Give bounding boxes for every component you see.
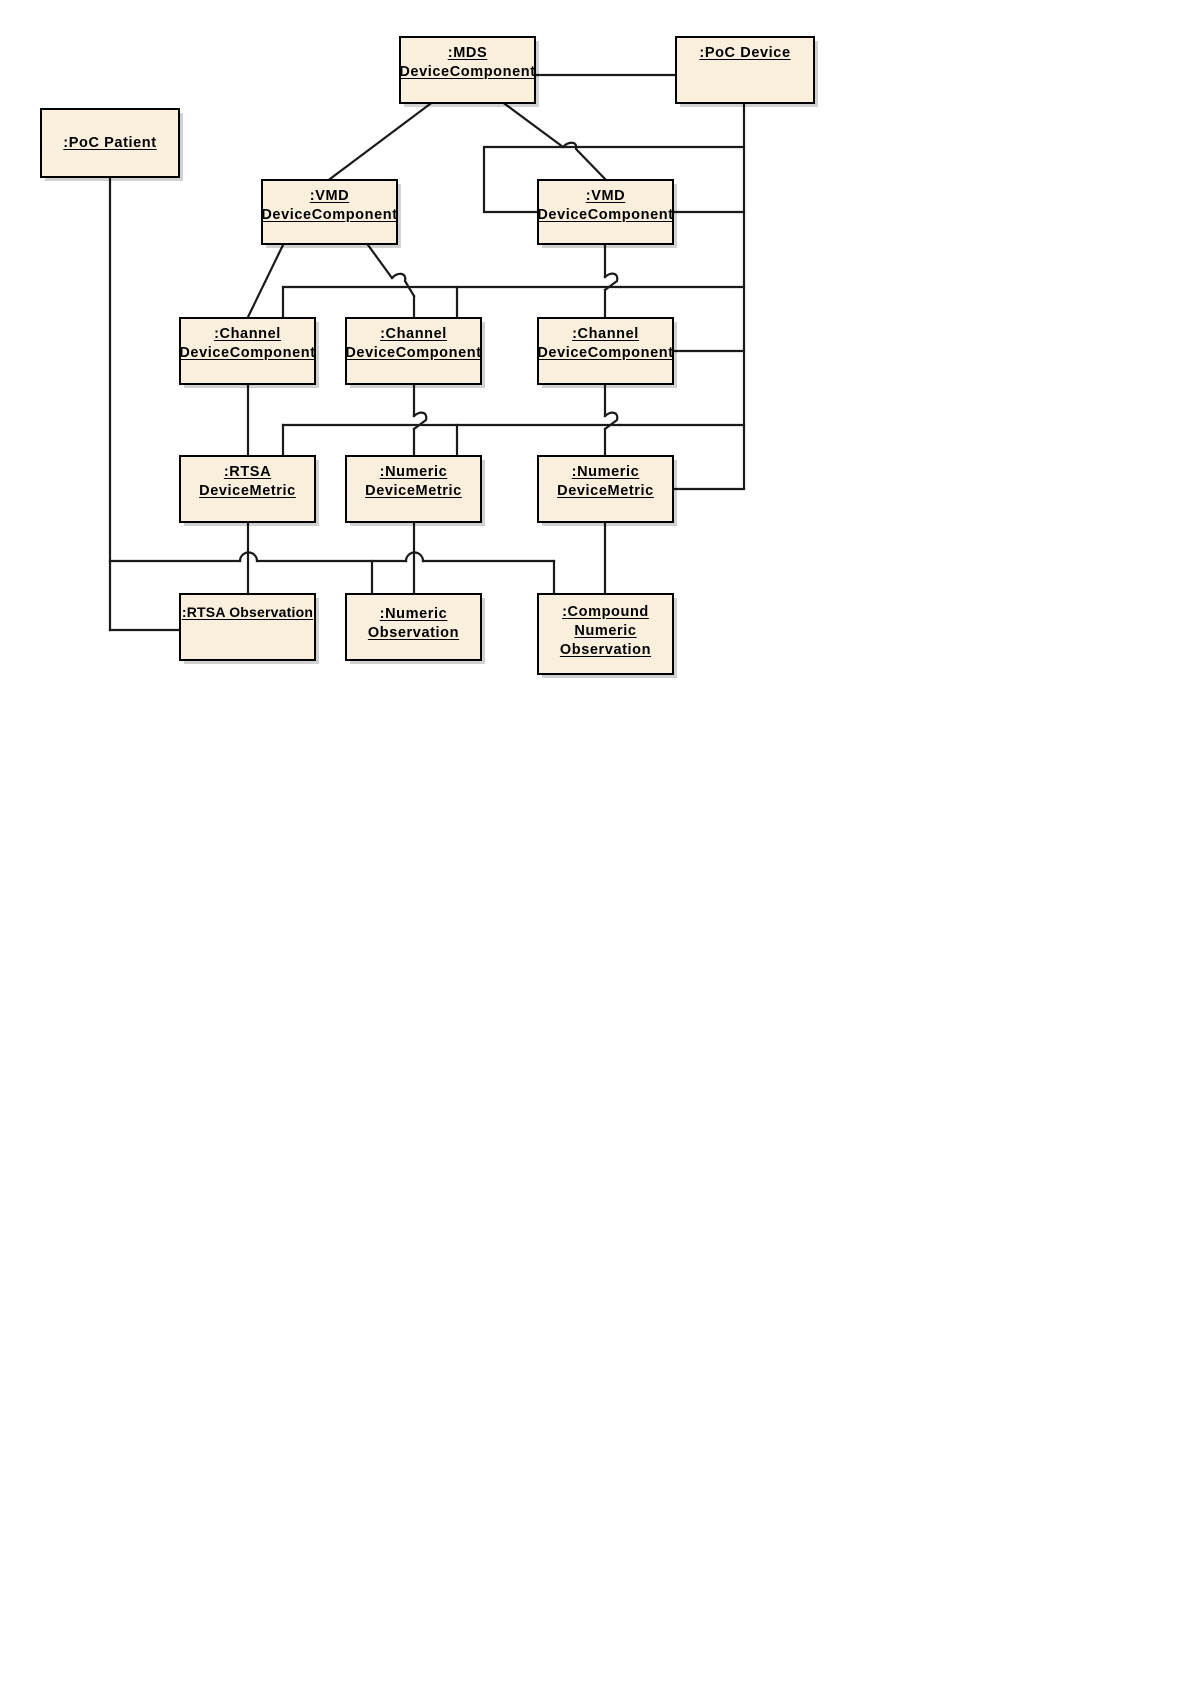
node-numeric-observation[interactable]: :Numeric Observation bbox=[345, 593, 482, 661]
edge-hop-patient-bus-rtsa bbox=[238, 551, 259, 563]
channel-1-label-2: DeviceComponent bbox=[179, 345, 316, 361]
node-vmd-devicecomponent-left[interactable]: :VMD DeviceComponent bbox=[261, 179, 398, 245]
channel-3-label-1: :Channel bbox=[572, 326, 639, 342]
channel-2-label-2: DeviceComponent bbox=[345, 345, 482, 361]
numeric-devicemetric-1-label-1: :Numeric bbox=[379, 464, 448, 480]
node-rtsa-devicemetric[interactable]: :RTSA DeviceMetric bbox=[179, 455, 316, 523]
node-numeric-devicemetric-2[interactable]: :Numeric DeviceMetric bbox=[537, 455, 674, 523]
numeric-observation-label-1: :Numeric bbox=[379, 606, 448, 622]
node-numeric-devicemetric-1[interactable]: :Numeric DeviceMetric bbox=[345, 455, 482, 523]
vmd-left-label-1: :VMD bbox=[309, 188, 350, 204]
node-rtsa-observation[interactable]: :RTSA Observation bbox=[179, 593, 316, 661]
edge-hop-channel-2-numeric-1 bbox=[412, 411, 428, 431]
compound-observation-label-3: Observation bbox=[559, 642, 652, 658]
mds-devicecomponent-label-2: DeviceComponent bbox=[399, 64, 536, 80]
poc-patient-label: :PoC Patient bbox=[63, 134, 157, 151]
vmd-right-label-1: :VMD bbox=[585, 188, 626, 204]
edge-vmd-left-to-channel-2 bbox=[366, 243, 394, 280]
channel-1-label-1: :Channel bbox=[214, 326, 281, 342]
edge-hop-mds-vmd-right bbox=[561, 141, 607, 181]
vmd-left-label-2: DeviceComponent bbox=[261, 207, 398, 223]
edge-hop-patient-bus-numeric bbox=[404, 551, 425, 563]
node-vmd-devicecomponent-right[interactable]: :VMD DeviceComponent bbox=[537, 179, 674, 245]
node-poc-device[interactable]: :PoC Device bbox=[675, 36, 815, 104]
edge-hop-vmd-left-channel-2 bbox=[390, 272, 416, 298]
rtsa-devicemetric-label-1: :RTSA bbox=[223, 464, 272, 480]
numeric-observation-label-2: Observation bbox=[367, 625, 460, 641]
edge-mds-to-vmd-left bbox=[328, 102, 432, 181]
compound-observation-label-1: :Compound bbox=[562, 604, 649, 620]
edge-vmd-left-to-channel-1 bbox=[246, 243, 285, 319]
vmd-right-label-2: DeviceComponent bbox=[537, 207, 674, 223]
node-channel-devicecomponent-2[interactable]: :Channel DeviceComponent bbox=[345, 317, 482, 385]
rtsa-devicemetric-label-2: DeviceMetric bbox=[199, 483, 296, 499]
edge-hop-vmd-right-channel-3 bbox=[603, 272, 619, 292]
node-channel-devicecomponent-3[interactable]: :Channel DeviceComponent bbox=[537, 317, 674, 385]
node-poc-patient[interactable]: :PoC Patient bbox=[40, 108, 180, 178]
node-compound-numeric-observation[interactable]: :Compound Numeric Observation bbox=[537, 593, 674, 675]
mds-devicecomponent-label-1: :MDS bbox=[447, 45, 488, 61]
edge-mds-to-vmd-right bbox=[503, 102, 565, 149]
node-mds-devicecomponent[interactable]: :MDS DeviceComponent bbox=[399, 36, 536, 104]
numeric-devicemetric-2-label-2: DeviceMetric bbox=[557, 483, 654, 499]
edge-hop-channel-3-numeric-2 bbox=[603, 411, 619, 431]
rtsa-observation-label: :RTSA Observation bbox=[181, 604, 314, 620]
poc-device-label: :PoC Device bbox=[699, 45, 791, 61]
compound-observation-label-2: Numeric bbox=[574, 623, 637, 639]
numeric-devicemetric-2-label-1: :Numeric bbox=[571, 464, 640, 480]
numeric-devicemetric-1-label-2: DeviceMetric bbox=[365, 483, 462, 499]
node-channel-devicecomponent-1[interactable]: :Channel DeviceComponent bbox=[179, 317, 316, 385]
channel-2-label-1: :Channel bbox=[380, 326, 447, 342]
channel-3-label-2: DeviceComponent bbox=[537, 345, 674, 361]
